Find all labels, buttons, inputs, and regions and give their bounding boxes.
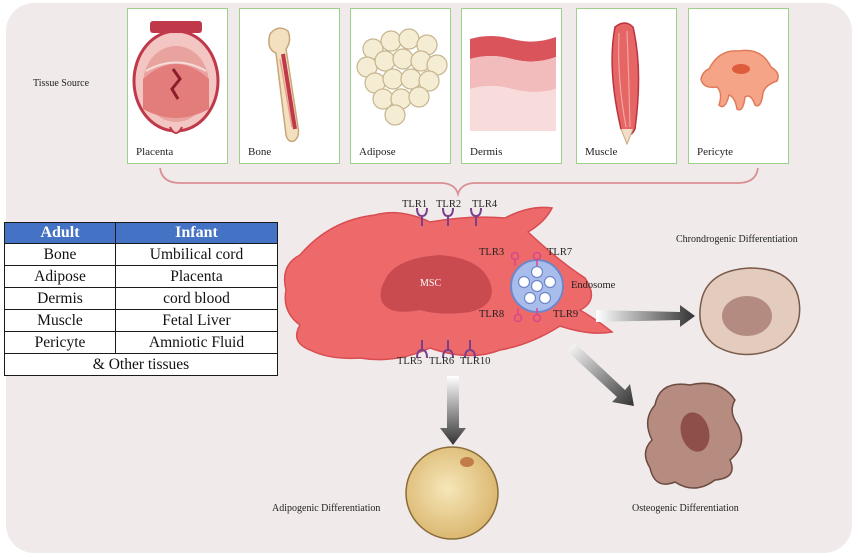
- fat-globule: [384, 104, 406, 126]
- muscle-illustration: [611, 22, 640, 146]
- tlr-receptor-top: [470, 207, 482, 226]
- panel-bone: Bone: [239, 8, 340, 164]
- adipocyte-cell: [405, 446, 499, 540]
- nucleus: [380, 255, 492, 314]
- tlr-label: TLR1: [402, 199, 428, 210]
- tlr-receptor-top: [416, 207, 428, 226]
- table-cell: Muscle: [4, 309, 116, 332]
- arrow-chondrogenic: [596, 305, 695, 327]
- endosomal-receptor: [510, 251, 520, 266]
- tlr-label: TLR7: [547, 247, 573, 258]
- panel-muscle: Muscle: [576, 8, 677, 164]
- table-header-adult: Adult: [4, 222, 116, 244]
- tlr-label: TLR5: [397, 356, 423, 367]
- endosome-vesicles: [517, 265, 557, 305]
- panel-placenta: Placenta: [127, 8, 228, 164]
- table-cell: cord blood: [115, 287, 278, 310]
- adipogenic-label: Adipogenic Differentiation: [272, 503, 381, 514]
- vesicle: [543, 275, 557, 289]
- table-cell: Placenta: [115, 265, 278, 288]
- tlr-label: TLR2: [436, 199, 462, 210]
- tlr-label: TLR4: [472, 199, 498, 210]
- arrow-osteogenic: [567, 343, 634, 406]
- endosomal-receptor: [532, 308, 542, 323]
- adipose-illustration: [356, 28, 448, 126]
- vesicle: [538, 291, 552, 305]
- table-cell: Amniotic Fluid: [115, 331, 278, 354]
- fat-globule: [418, 70, 440, 92]
- table-footer: & Other tissues: [4, 353, 278, 376]
- adipocyte-nucleus: [460, 457, 474, 467]
- chondrogenic-label: Chrondrogenic Differentiation: [676, 234, 798, 245]
- bone-illustration: [268, 27, 300, 143]
- endosomal-receptor: [513, 308, 523, 323]
- tlr-receptor-bottom: [464, 340, 476, 359]
- osteogenic-label: Osteogenic Differentiation: [632, 503, 739, 514]
- tlr-receptors: [416, 207, 542, 359]
- pericyte-illustration: [700, 49, 779, 111]
- arrow-adipogenic: [440, 376, 466, 445]
- vesicle: [530, 265, 544, 279]
- msc-label: MSC: [420, 278, 442, 289]
- tlr-receptor-bottom: [416, 340, 428, 359]
- tlr-label: TLR10: [460, 356, 491, 367]
- table-cell: Umbilical cord: [115, 243, 278, 266]
- vesicle: [530, 279, 544, 293]
- osteocyte-nucleus: [680, 412, 710, 452]
- tissue-label: Dermis: [470, 146, 503, 158]
- table-cell: Adipose: [4, 265, 116, 288]
- table-footer-row: & Other tissues: [4, 353, 278, 376]
- tlr-label: TLR3: [479, 247, 505, 258]
- tlr-receptor-top: [442, 207, 454, 226]
- tissue-label: Placenta: [136, 146, 174, 158]
- tissue-label: Muscle: [585, 146, 618, 158]
- tissue-label: Adipose: [359, 146, 396, 158]
- tissue-label: Pericyte: [697, 146, 734, 158]
- endosomal-receptor: [532, 251, 542, 266]
- table-cell: Fetal Liver: [115, 309, 278, 332]
- tissue-label: Bone: [248, 146, 272, 158]
- tlr-label: TLR8: [479, 309, 505, 320]
- chondrocyte-nucleus: [722, 296, 772, 336]
- table-header-row: Adult Infant: [4, 222, 278, 244]
- tlr-label: TLR9: [553, 309, 579, 320]
- vesicle: [523, 291, 537, 305]
- dermis-illustration: [470, 36, 556, 131]
- tissue-source-label: Tissue Source: [33, 78, 90, 89]
- panel-adipose: Adipose: [350, 8, 451, 164]
- panel-pericyte: Pericyte: [688, 8, 789, 164]
- endosome-label: Endosome: [571, 280, 616, 291]
- panel-dermis: Dermis: [461, 8, 562, 164]
- vesicle: [517, 275, 531, 289]
- placenta-illustration: [132, 21, 220, 134]
- table-cell: Dermis: [4, 287, 116, 310]
- table-cell: Pericyte: [4, 331, 116, 354]
- table-header-infant: Infant: [115, 222, 278, 244]
- brace: [159, 167, 759, 198]
- table-cell: Bone: [4, 243, 116, 266]
- fat-globule: [408, 86, 430, 108]
- tlr-label: TLR6: [429, 356, 455, 367]
- tlr-receptor-bottom: [442, 340, 454, 359]
